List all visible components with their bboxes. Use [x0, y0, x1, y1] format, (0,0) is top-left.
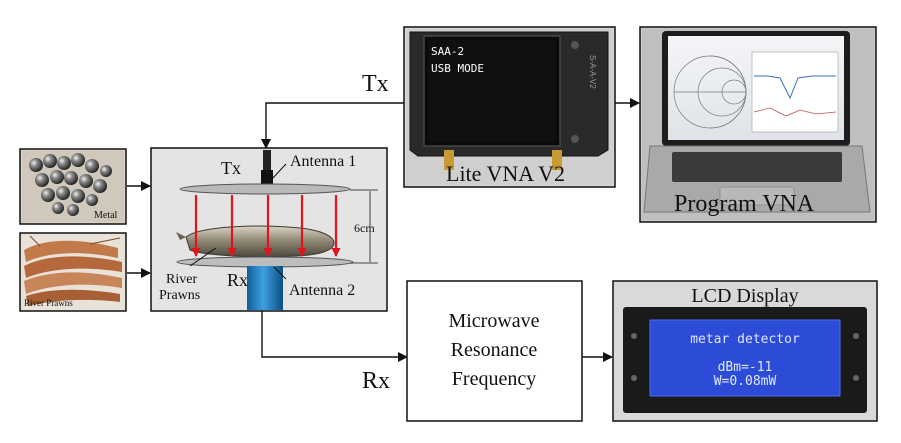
antenna-setup: 6cm Tx Antenna 1 Rx Antenna 2 River Praw…: [150, 147, 388, 312]
vna-port-2: [552, 150, 562, 170]
lite-vna-device: SAA-2 USB MODE S-A-A-V2 Lite VNA V2: [403, 26, 616, 188]
prawn-sample: [185, 225, 335, 258]
rx-antenna-label: Rx: [227, 270, 248, 290]
resonance-box: Microwave Resonance Frequency: [406, 280, 583, 422]
smith-chart: [673, 55, 747, 129]
metal-caption: Metal: [94, 210, 118, 221]
antenna-2-label: Antenna 2: [289, 282, 355, 299]
vna-screen-line1: SAA-2: [431, 45, 464, 58]
lcd-line2: dBm=-11: [718, 360, 773, 375]
vna-screen-line2: USB MODE: [431, 62, 484, 75]
vna-device-label: Lite VNA V2: [446, 161, 565, 186]
distance-label: 6cm: [354, 221, 375, 235]
resonance-line2: Resonance: [451, 339, 538, 361]
metal-balls: [29, 153, 112, 216]
tx-antenna-label: Tx: [221, 158, 241, 178]
river-prawns-photo: River Prawns: [19, 232, 127, 312]
vna-to-tx-connection: [261, 102, 404, 149]
rx-to-resonance-connection: [261, 311, 408, 362]
field-arrows: [191, 195, 341, 257]
resonance-line1: Microwave: [448, 310, 539, 332]
lcd-line1: metar detector: [690, 332, 800, 347]
lcd-screen: [650, 320, 840, 396]
vna-side-label: S-A-A-V2: [588, 55, 597, 89]
prawn-shapes: [24, 235, 122, 306]
antenna-2-plate: [176, 256, 354, 268]
prawns-caption: River Prawns: [24, 298, 73, 308]
lcd-line3: W=0.08mW: [714, 374, 777, 389]
laptop-trace: [754, 75, 836, 100]
river-prawns-label-2: Prawns: [159, 288, 200, 303]
lcd-display-label: LCD Display: [691, 285, 798, 307]
laptop-keyboard: [672, 152, 842, 182]
lcd-display: LCD Display metar detector dBm=-11 W=0.0…: [612, 280, 878, 422]
antenna-1-label: Antenna 1: [290, 153, 356, 170]
tx-connector: [263, 150, 271, 172]
antenna-stand: [247, 266, 283, 310]
vna-port-1: [444, 150, 454, 170]
river-prawns-label-1: River: [166, 272, 197, 287]
program-vna-laptop: Program VNA: [639, 26, 877, 223]
tx-top-label: Tx: [362, 71, 389, 97]
rx-bottom-label: Rx: [362, 368, 390, 394]
resonance-line3: Frequency: [452, 368, 536, 390]
program-vna-label: Program VNA: [674, 191, 815, 217]
metal-photo: Metal: [19, 148, 127, 225]
antenna-1-plate: [179, 183, 351, 195]
